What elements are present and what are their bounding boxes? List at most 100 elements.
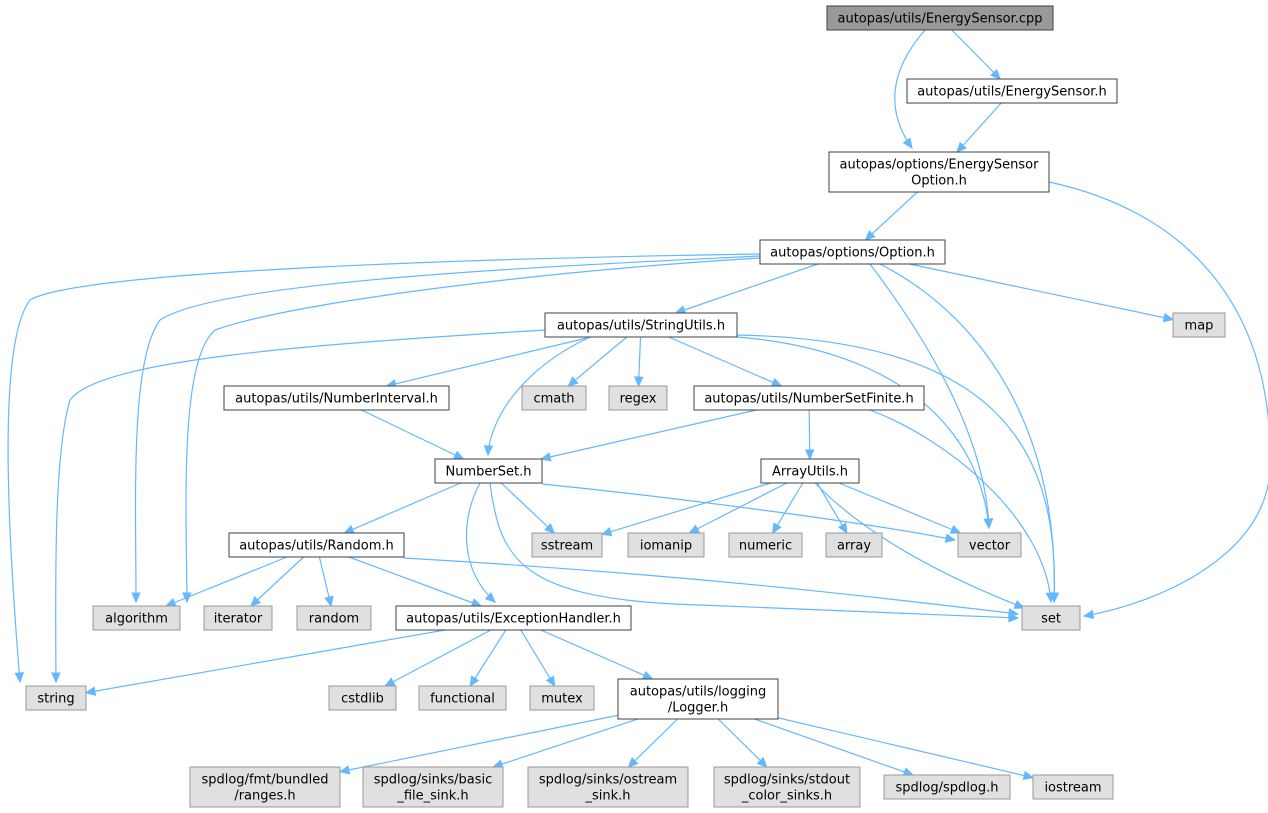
edge-random-h-to-exceptionhandler-h-arrowhead [470,598,483,608]
node-exceptionhandler-h[interactable]: autopas/utils/ExceptionHandler.h [395,605,632,631]
edge-logger-h-to-stdout-color-sinks-h-line [717,718,768,768]
edge-option-h-to-algorithm-arrowhead [131,592,141,604]
edge-option-h-to-map-line [909,263,1174,321]
edge-logger-h-to-stdout-color-sinks-h [717,718,768,768]
edge-energysensor-cpp-to-energysensor-h [951,29,1002,80]
node-exceptionhandler-h-box [395,605,632,631]
node-energysensoroption-h-box [828,151,1050,193]
edge-option-h-to-string-arrowhead [14,672,24,684]
edge-arrayutils-h-to-set-line [814,482,1025,609]
edge-stringutils-h-to-regex-arrowhead [634,376,644,388]
node-logger-h[interactable]: autopas/utils/logging/Logger.h [617,678,779,720]
node-option-h[interactable]: autopas/options/Option.h [759,239,946,265]
node-basic-file-sink-h-label-line-1: spdlog/sinks/basic [374,773,493,788]
edge-option-h-to-string-line [7,253,761,683]
edge-arrayutils-h-to-numeric [772,482,804,535]
node-energysensor-h[interactable]: autopas/utils/EnergySensor.h [906,78,1118,104]
edge-random-h-to-iterator [250,556,305,607]
node-energysensor-h-label-line-1: autopas/utils/EnergySensor.h [917,85,1107,100]
node-fmt-ranges-h-label-line-2: /ranges.h [234,789,295,804]
edge-numberset-h-to-sstream-arrowhead [544,523,556,534]
edge-numberset-h-to-vector [541,483,957,543]
edge-stringutils-h-to-numbersetfinite-h-arrowhead [770,377,783,387]
node-basic-file-sink-h: spdlog/sinks/basic_file_sink.h [362,766,504,808]
edge-stringutils-h-to-numberinterval-h [385,336,592,389]
edge-energysensor-h-to-energysensoroption-h-line [956,102,1002,153]
edge-numberset-h-to-exceptionhandler-h-line [465,482,496,603]
node-stdout-color-sinks-h-box [713,766,861,808]
node-functional-label-line-1: functional [430,692,495,707]
node-mutex-box [529,685,595,711]
edge-option-h-to-map-arrowhead [1162,312,1175,323]
edge-arrayutils-h-to-sstream [600,482,771,537]
node-vector-label-line-1: vector [969,539,1011,554]
edge-numbersetfinite-h-to-numberset-h-arrowhead [539,452,552,462]
node-spdlog-h-box [883,774,1011,800]
edge-numberset-h-to-random-h-line [344,482,461,534]
edge-energysensor-h-to-energysensoroption-h [956,102,1002,153]
node-energysensoroption-h-label-line-1: autopas/options/EnergySensor [840,158,1040,173]
edge-arrayutils-h-to-sstream-arrowhead [600,527,613,537]
node-numberinterval-h-label-line-1: autopas/utils/NumberInterval.h [235,392,438,407]
edge-stringutils-h-to-numberset-h [483,336,591,457]
edge-numbersetfinite-h-to-arrayutils-h [804,409,815,461]
edge-stringutils-h-to-vector [736,336,993,530]
edge-stringutils-h-to-numbersetfinite-h [668,336,783,387]
node-sstream-box [531,532,603,558]
edge-numberset-h-to-vector-line [541,483,956,541]
edge-exceptionhandler-h-to-mutex [520,629,556,688]
node-ostream-sink-h-label-line-1: spdlog/sinks/ostream [539,773,677,788]
edge-numberset-h-to-exceptionhandler-h [465,482,496,603]
edge-arrayutils-h-to-vector [838,482,962,534]
node-numberinterval-h[interactable]: autopas/utils/NumberInterval.h [223,385,450,411]
edge-numbersetfinite-h-to-numberset-h [539,409,757,462]
node-numeric-label-line-1: numeric [739,539,792,554]
edge-energysensoroption-h-to-option-h-line [865,191,918,241]
node-fmt-ranges-h: spdlog/fmt/bundled/ranges.h [189,766,341,808]
node-stringutils-h[interactable]: autopas/utils/StringUtils.h [544,312,738,338]
node-numberset-h[interactable]: NumberSet.h [434,458,543,484]
edge-random-h-to-random-arrowhead [324,595,334,608]
edge-option-h-to-stringutils-h-line [675,263,818,314]
node-algorithm-label-line-1: algorithm [105,612,168,627]
node-string-label-line-1: string [37,692,74,707]
edge-random-h-to-exceptionhandler-h [348,556,483,608]
edge-random-h-to-set-arrowhead [1008,608,1020,618]
node-cmath-label-line-1: cmath [533,392,574,407]
edge-arrayutils-h-to-iomanip [688,482,787,534]
edge-exceptionhandler-h-to-logger-h-arrowhead [641,670,654,680]
edge-stringutils-h-to-string-line [55,329,546,683]
edge-energysensor-cpp-to-energysensor-h-line [951,29,1001,80]
node-spdlog-h-label-line-1: spdlog/spdlog.h [896,781,999,796]
edge-option-h-to-string [7,253,761,684]
node-string-box [25,685,87,711]
node-set: set [1021,605,1081,631]
node-energysensor-h-box [906,78,1118,104]
node-random-label-line-1: random [309,612,359,627]
edge-energysensor-cpp-to-energysensoroption-h [894,29,926,150]
edge-random-h-to-algorithm-line [165,556,288,607]
edge-logger-h-to-fmt-ranges-h-line [339,714,619,773]
node-arrayutils-h[interactable]: ArrayUtils.h [760,458,860,484]
edge-random-h-to-algorithm-arrowhead [164,598,177,607]
edge-energysensor-h-to-energysensoroption-h-arrowhead [956,141,967,153]
node-energysensor-cpp[interactable]: autopas/utils/EnergySensor.cpp [826,5,1054,31]
node-arrayutils-h-label-line-1: ArrayUtils.h [772,465,848,480]
node-spdlog-h: spdlog/spdlog.h [883,774,1011,800]
node-numbersetfinite-h[interactable]: autopas/utils/NumberSetFinite.h [693,385,925,411]
edge-random-h-to-set-line [403,557,1019,615]
edge-exceptionhandler-h-to-logger-h [540,629,654,680]
node-mutex: mutex [529,685,595,711]
node-stdout-color-sinks-h: spdlog/sinks/stdout_color_sinks.h [713,766,861,808]
node-option-h-box [759,239,946,265]
edge-stringutils-h-to-numberset-h-line [487,336,591,456]
node-random-h[interactable]: autopas/utils/Random.h [228,532,405,558]
node-set-box [1021,605,1081,631]
node-iostream-box [1032,774,1114,800]
edge-exceptionhandler-h-to-cstdlib-line [384,629,492,687]
edge-exceptionhandler-h-to-mutex-arrowhead [545,675,556,688]
edge-logger-h-to-ostream-sink-h [627,718,678,768]
edge-random-h-to-iterator-line [250,556,305,607]
